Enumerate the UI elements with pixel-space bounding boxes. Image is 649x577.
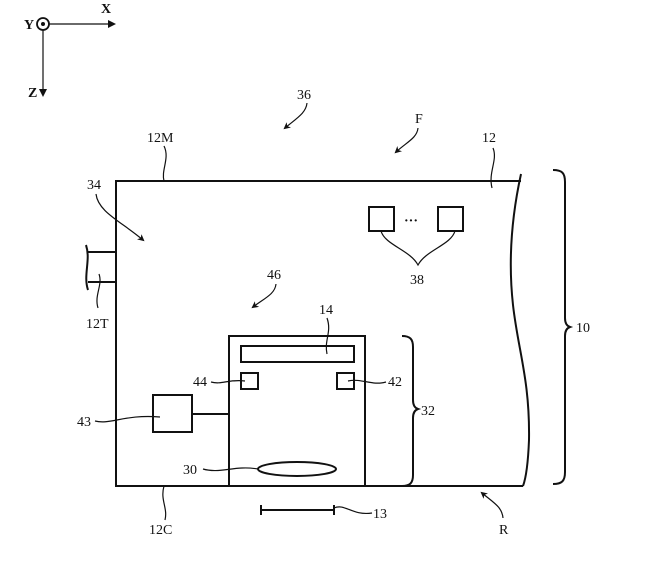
tab-12T: 12T <box>85 244 116 332</box>
coordinate-axes: X Y Z <box>24 2 116 101</box>
label-12: 12 <box>482 131 496 146</box>
component-38-a <box>368 206 395 232</box>
label-12M: 12M <box>147 131 174 146</box>
ellipsis: ··· <box>404 214 418 229</box>
module-32 <box>152 335 422 487</box>
label-F: F <box>415 112 423 127</box>
label-12T: 12T <box>86 317 109 332</box>
label-34: 34 <box>87 178 101 193</box>
label-12C: 12C <box>149 523 172 538</box>
z-axis-label: Z <box>28 86 37 101</box>
components-38: ··· 38 <box>368 206 464 288</box>
y-axis-dot <box>41 22 45 26</box>
label-44: 44 <box>193 375 207 390</box>
brace-10 <box>552 169 574 485</box>
label-10: 10 <box>576 321 590 336</box>
component-38-b <box>437 206 464 232</box>
label-43: 43 <box>77 415 91 430</box>
label-13: 13 <box>373 507 387 522</box>
label-46: 46 <box>267 268 281 283</box>
label-R: R <box>499 523 509 538</box>
scale-bar-13: 13 <box>260 505 387 522</box>
label-38: 38 <box>410 273 424 288</box>
label-42: 42 <box>388 375 402 390</box>
element-43 <box>152 394 193 433</box>
label-32: 32 <box>421 404 435 419</box>
label-14: 14 <box>319 303 333 318</box>
housing-break-line <box>509 173 531 487</box>
element-14 <box>240 345 355 363</box>
label-30: 30 <box>183 463 197 478</box>
brace-32 <box>401 335 422 487</box>
label-36: 36 <box>297 88 311 103</box>
y-axis-label: Y <box>24 18 34 33</box>
reference-labels: 36 F 12 12M 34 46 14 44 42 43 32 30 1 <box>77 88 590 538</box>
x-axis-label: X <box>101 2 111 17</box>
